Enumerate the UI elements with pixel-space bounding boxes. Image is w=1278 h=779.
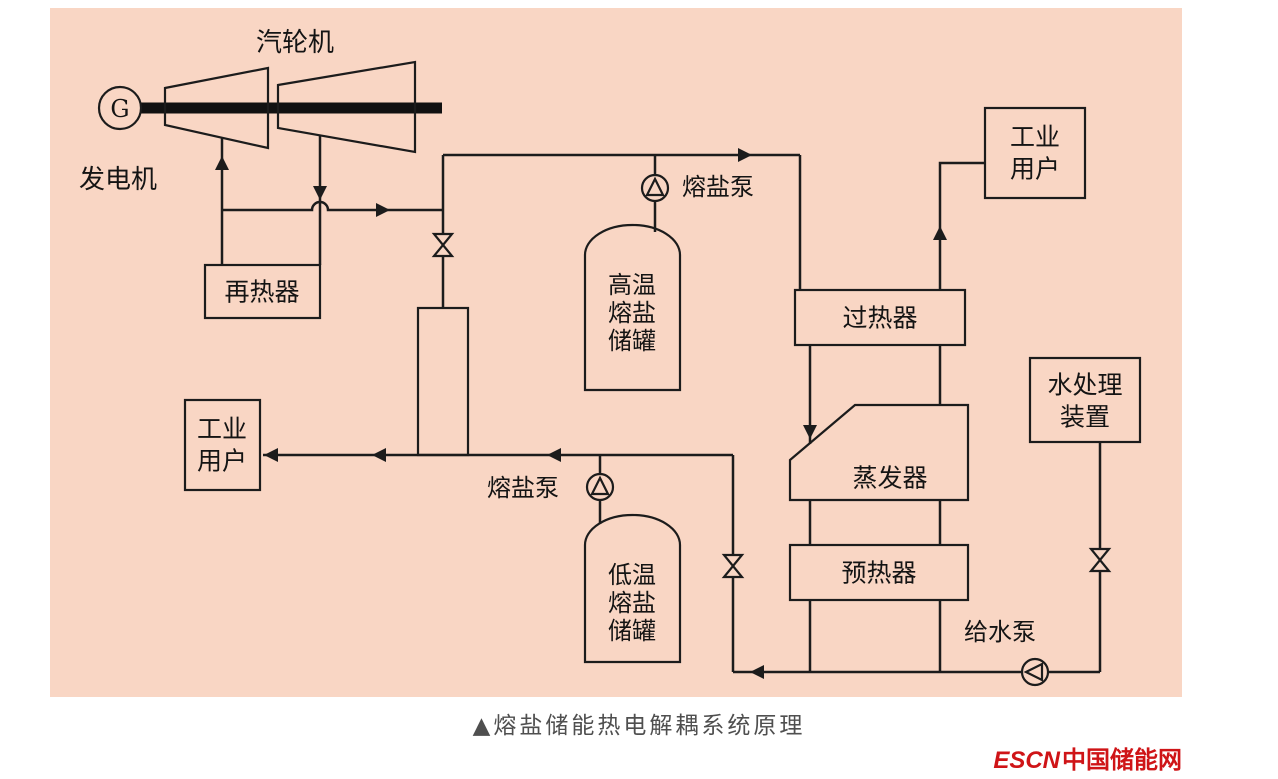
generator-label: 发电机 — [79, 165, 157, 195]
hot-tank-line3: 储罐 — [608, 327, 656, 355]
industrial-users-left-line2: 用户 — [197, 447, 247, 476]
arrow-right-extraction — [376, 203, 390, 217]
hot-tank-line1: 高温 — [608, 271, 656, 299]
salt-pump-top-symbol — [640, 173, 670, 203]
escn-logo: ESCN中国储能网 — [993, 740, 1182, 775]
generator-symbol: G — [97, 85, 143, 131]
valve-water-treatment — [1088, 547, 1112, 573]
extraction-line — [222, 200, 443, 212]
escn-logo-latin: ESCN — [993, 747, 1060, 774]
feed-pump-symbol — [1020, 657, 1050, 687]
hot-tank-line2: 熔盐 — [608, 299, 656, 327]
valve-left-riser — [721, 553, 745, 579]
turbine-symbol — [163, 60, 417, 154]
cold-salt-tank: 低温 熔盐 储罐 — [583, 513, 682, 664]
water-treatment-line2: 装置 — [1060, 403, 1110, 432]
diagram-panel: G 发电机 汽轮机 再热器 工业 用户 — [50, 8, 1182, 697]
arrow-right-hot-salt — [738, 148, 752, 162]
preheater-label: 预热器 — [841, 559, 916, 588]
arrow-left-bottom-header — [750, 665, 764, 679]
cold-tank-line3: 储罐 — [608, 617, 656, 645]
escn-logo-cn: 中国储能网 — [1062, 747, 1182, 774]
evaporator-label: 蒸发器 — [852, 464, 927, 493]
arrow-down-turbine-exhaust — [313, 186, 327, 200]
reheater-label: 再热器 — [224, 278, 299, 307]
reheater-box: 再热器 — [203, 263, 322, 320]
arrow-up-steam-out — [933, 226, 947, 240]
industrial-users-left-line1: 工业 — [197, 415, 247, 444]
evaporator-shape: 蒸发器 — [788, 403, 970, 502]
salt-pump-bottom-label: 熔盐泵 — [487, 474, 559, 502]
water-treatment-box: 水处理 装置 — [1028, 356, 1142, 444]
industrial-users-left-box: 工业 用户 — [183, 398, 262, 492]
turbine-label: 汽轮机 — [256, 28, 334, 58]
salt-pump-bottom-symbol — [585, 472, 615, 502]
heat-exchanger — [416, 306, 470, 457]
generator-letter: G — [110, 95, 129, 123]
valve-hx-inlet — [431, 232, 455, 258]
hot-salt-tank: 高温 熔盐 储罐 — [583, 223, 682, 392]
arrow-left-into-users — [264, 448, 278, 462]
arrow-up-into-turbine — [215, 156, 229, 170]
superheater-box: 过热器 — [793, 288, 967, 347]
industrial-users-right-line2: 用户 — [1010, 155, 1060, 184]
superheater-label: 过热器 — [842, 304, 917, 333]
flow-arrows — [215, 148, 947, 679]
preheater-box: 预热器 — [788, 543, 970, 602]
industrial-users-right-box: 工业 用户 — [983, 106, 1087, 200]
steam-to-users-line — [938, 161, 985, 290]
feed-pump-label: 给水泵 — [964, 618, 1036, 646]
water-treatment-line1: 水处理 — [1047, 371, 1122, 400]
industrial-users-right-line1: 工业 — [1010, 123, 1060, 152]
cold-tank-line1: 低温 — [608, 561, 656, 589]
cold-tank-line2: 熔盐 — [608, 589, 656, 617]
system-schematic: G 发电机 汽轮机 再热器 工业 用户 — [79, 28, 1142, 687]
arrow-left-supply-1 — [372, 448, 386, 462]
salt-pump-top-label: 熔盐泵 — [682, 173, 754, 201]
valves — [431, 232, 1112, 579]
arrow-left-supply-2 — [547, 448, 561, 462]
figure-caption: ▲熔盐储能热电解耦系统原理 — [472, 713, 806, 739]
arrow-down-into-evaporator — [803, 425, 817, 439]
